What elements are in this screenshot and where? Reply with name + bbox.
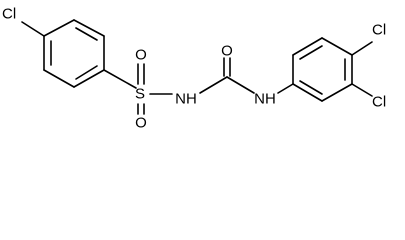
- double-bond-inner: [299, 45, 323, 60]
- bond: [292, 83, 323, 102]
- bond-nh-carbonyl: [199, 76, 228, 94]
- bond-ring-s: [103, 69, 137, 89]
- atom-cl-top: Cl: [372, 22, 386, 39]
- atom-cl-bottom: Cl: [372, 94, 386, 111]
- bond-nh-ring: [277, 83, 294, 94]
- atom-cl-left: Cl: [2, 6, 16, 23]
- bond-cl-top: [351, 41, 373, 56]
- bond: [292, 37, 323, 56]
- bond: [73, 19, 105, 37]
- bond-carbonyl-nh: [226, 76, 255, 94]
- bond-cl-left: [21, 21, 45, 37]
- left-benzene-ring: [43, 19, 105, 88]
- atom-nh-right: NH: [254, 91, 276, 108]
- atom-nh-left: NH: [175, 91, 197, 108]
- bond: [321, 37, 353, 56]
- bond: [321, 83, 353, 102]
- bond: [73, 69, 105, 88]
- bond: [43, 69, 75, 88]
- atom-oxygen-bottom: O: [135, 115, 147, 132]
- atom-oxygen-carbonyl: O: [221, 43, 233, 60]
- bond: [43, 19, 75, 37]
- double-bond-inner: [75, 27, 98, 41]
- double-bond-inner: [75, 65, 98, 80]
- chemical-structure: Cl S O O NH O NH Cl Cl: [2, 6, 386, 132]
- double-bond-inner: [299, 80, 323, 95]
- right-benzene-ring: [292, 37, 353, 102]
- bond-cl-bottom: [351, 83, 373, 97]
- atom-oxygen-top: O: [135, 47, 147, 64]
- atom-sulfur: S: [135, 86, 145, 103]
